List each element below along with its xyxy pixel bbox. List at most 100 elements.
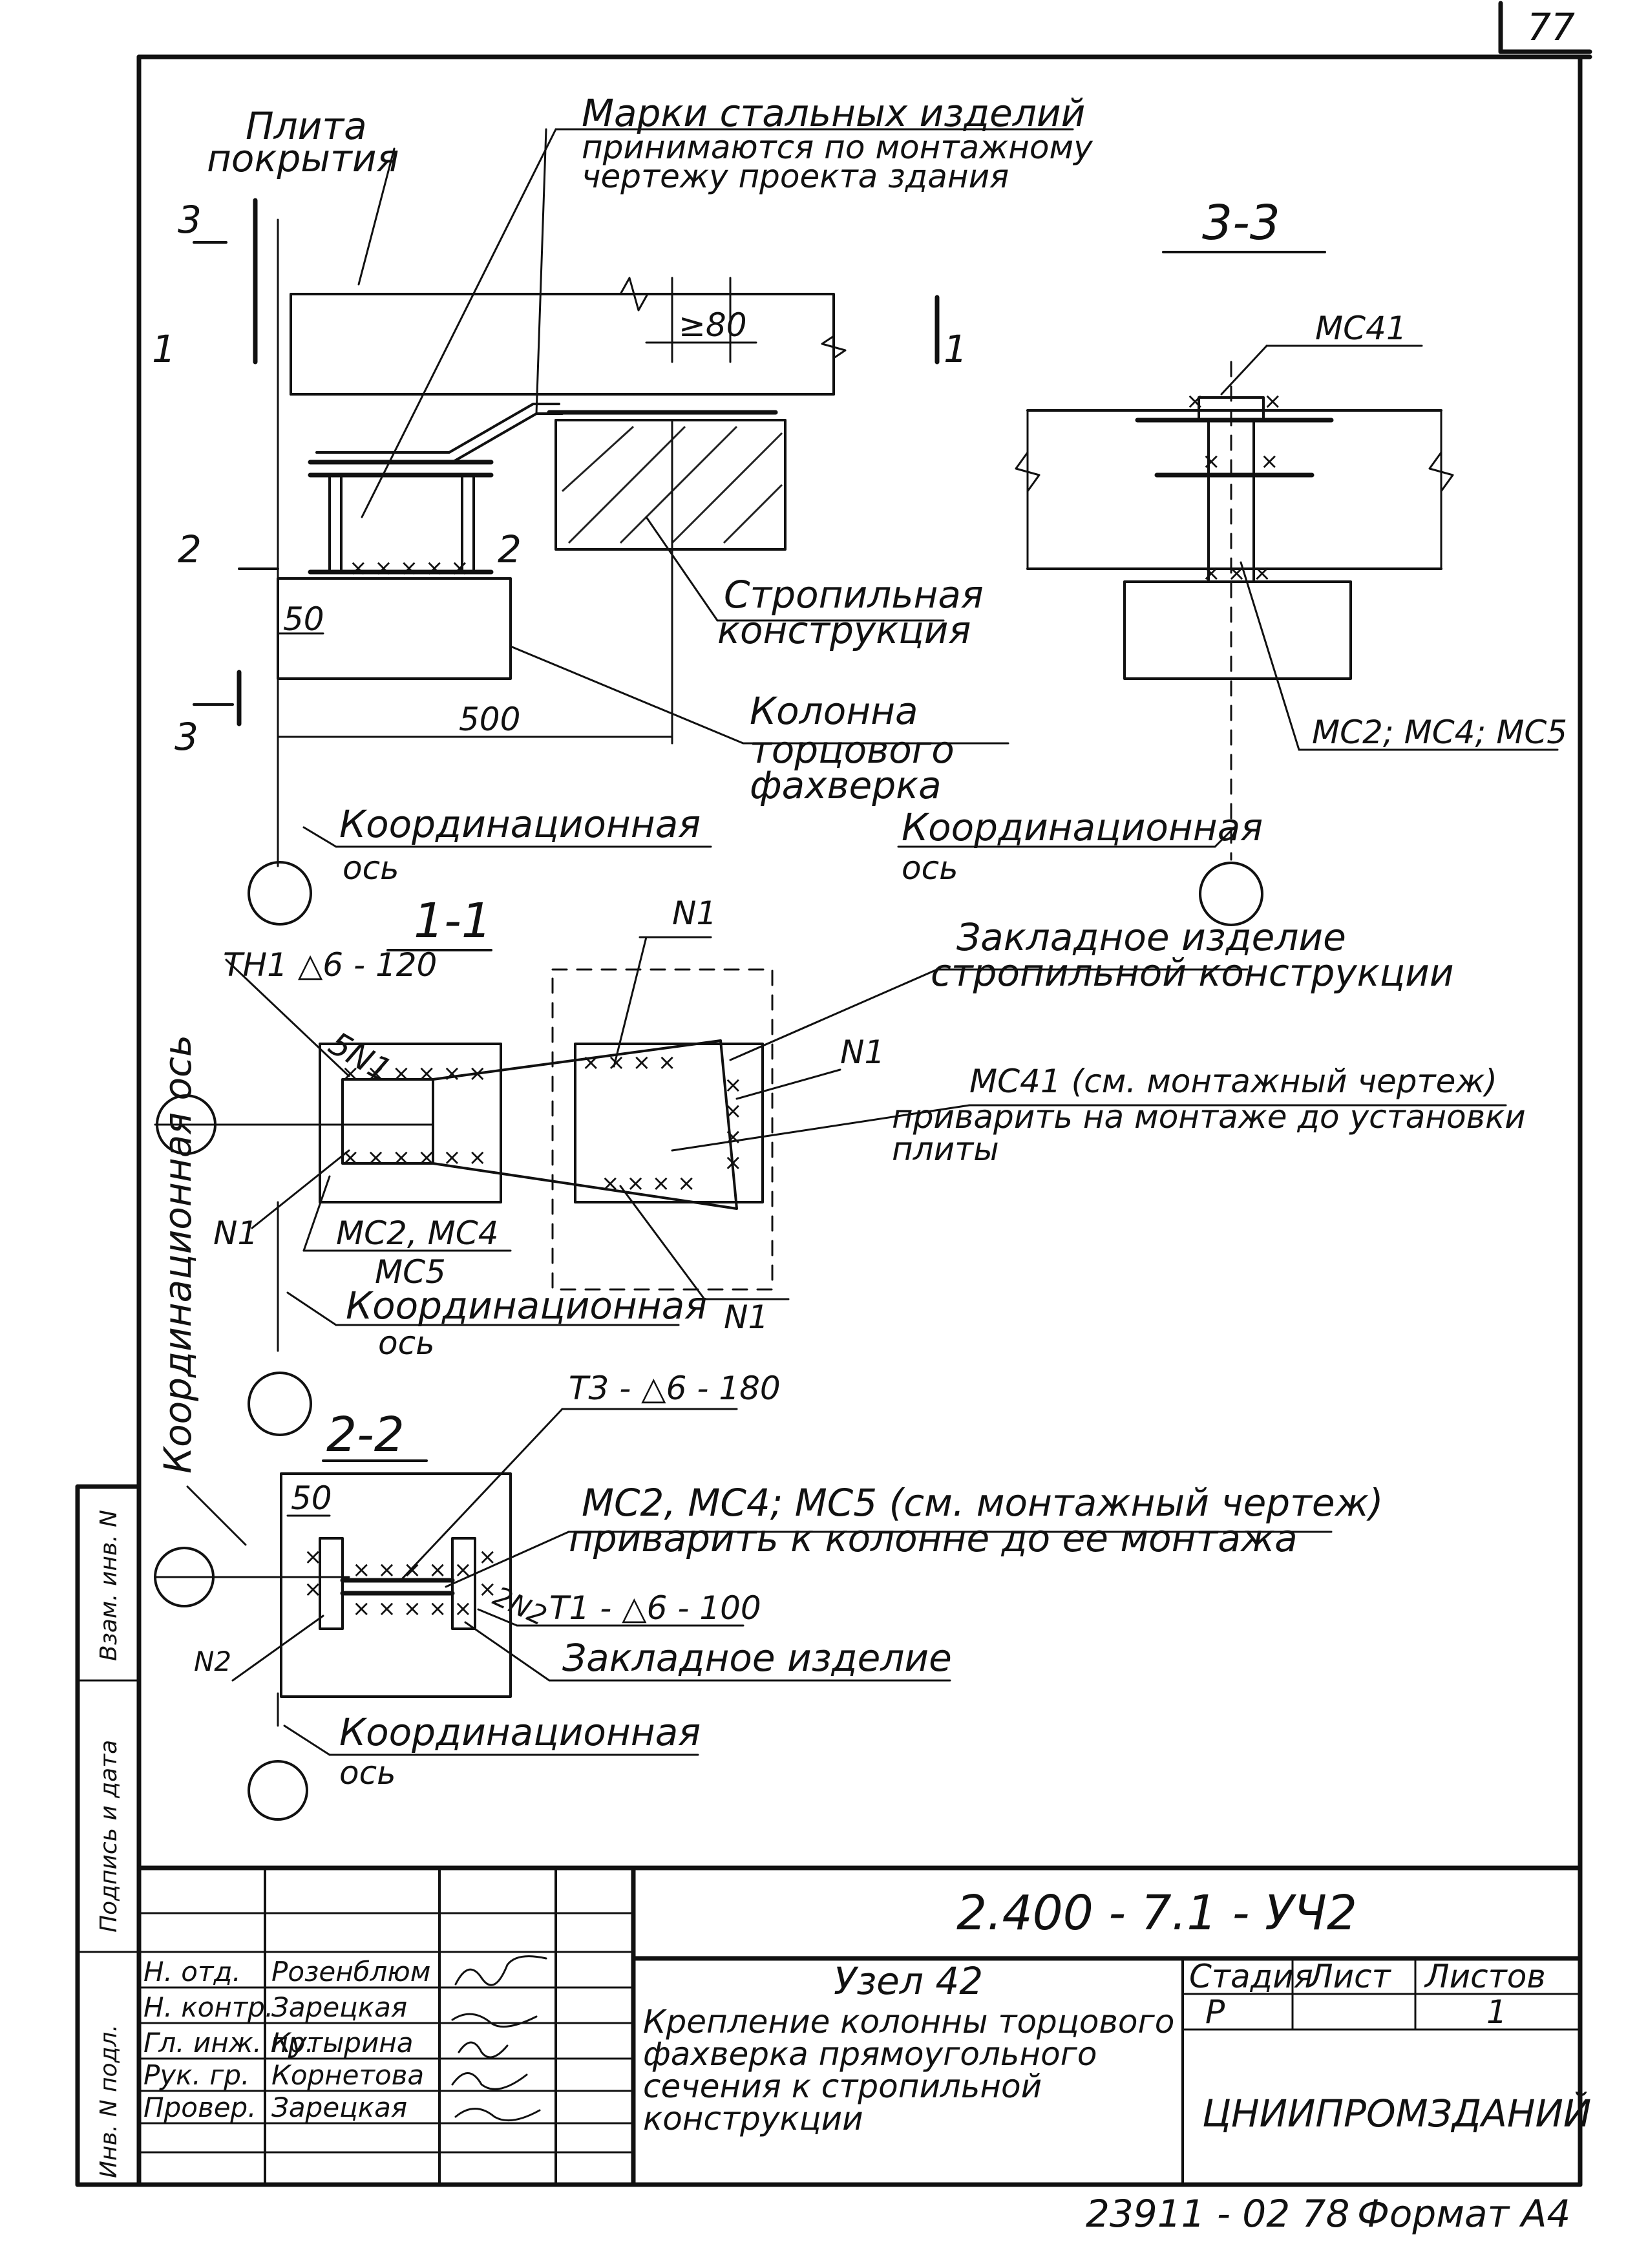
n2-left: N2 <box>194 1646 231 1677</box>
footer-code: 23911 - 02 78 <box>1086 2192 1349 2236</box>
axis-label-1: Координационная <box>339 802 701 846</box>
plan-view: × × × × × <box>193 128 1074 926</box>
cut-1-right: 1 <box>944 327 967 371</box>
axis-2-2-label-1: Координационная <box>339 1710 701 1754</box>
parts-2-2-line2: приварить к колонне до ее монтажа <box>569 1516 1298 1560</box>
svg-text:×: × <box>1186 388 1205 414</box>
margin-sign-date: Подпись и дата <box>96 1740 122 1933</box>
cut-1-left: 1 <box>152 327 176 371</box>
name-1: Зарецкая <box>271 1991 407 2023</box>
svg-text:×: × <box>1263 388 1282 414</box>
embedded-2-2: Закладное изделие <box>562 1636 952 1680</box>
weld-2n2: 2N2 <box>489 1580 552 1632</box>
axis-3-3-label-2: ось <box>902 849 958 887</box>
axis-label-2: ось <box>343 849 399 887</box>
page-number: 77 <box>1527 5 1575 49</box>
svg-text:×: × <box>724 1098 743 1124</box>
note-line-1: Марки стальных изделий <box>582 91 1085 135</box>
parts-1-1-line1: МС2, МС4 <box>336 1214 499 1252</box>
parts-1-1-line2: МС5 <box>375 1253 446 1291</box>
dim-min-80: ≥80 <box>679 306 747 344</box>
desc-line-4: конструкции <box>643 2100 863 2137</box>
svg-text:× × ×: × × × <box>1202 560 1271 586</box>
title-block <box>136 1865 1583 2187</box>
desc-line-3: сечения к стропильной <box>643 2068 1042 2105</box>
axis-2-2-label-2: ось <box>339 1754 396 1792</box>
svg-text:× × × × ×: × × × × × <box>352 1557 472 1583</box>
embedded-truss-1: Закладное изделие <box>956 915 1346 959</box>
name-4: Зарецкая <box>271 2092 407 2123</box>
weld-t1: Т1 - △6 - 100 <box>549 1589 761 1627</box>
role-1: Н. контр. <box>143 1991 273 2023</box>
cut-2-right: 2 <box>498 527 522 571</box>
svg-text:× × × × × ×: × × × × × × <box>341 1061 487 1086</box>
note-line-2: принимаются по монтажному <box>582 129 1093 166</box>
svg-text:×: × <box>304 1544 322 1570</box>
cut-3-bottom: 3 <box>174 715 198 759</box>
truss-label-1: Стропильная <box>724 573 984 617</box>
format-label: Формат А4 <box>1357 2192 1570 2236</box>
section-1-1-title: 1-1 <box>414 893 492 949</box>
section-2-2-title: 2-2 <box>326 1407 405 1463</box>
n1-right: N1 <box>840 1033 885 1071</box>
sheet-head: Лист <box>1307 1958 1392 1995</box>
svg-text:× × × × ×: × × × × × <box>352 1596 472 1622</box>
margin-inv-dup: Взам. инв. N <box>96 1510 122 1661</box>
svg-text:× × × × × ×: × × × × × × <box>341 1145 487 1171</box>
role-2: Гл. инж. пр. <box>143 2027 314 2059</box>
organization: ЦНИИПРОМЗДАНИЙ <box>1202 2091 1591 2136</box>
dim-50: 50 <box>283 600 324 638</box>
n1-left: N1 <box>213 1214 258 1252</box>
section-3-3: × × × × × × × <box>897 251 1559 926</box>
svg-text:×: × <box>724 1124 743 1150</box>
name-2: Кутырина <box>271 2027 413 2059</box>
svg-text:× × × ×: × × × × <box>582 1050 676 1076</box>
column-label-1: Колонна <box>750 689 918 733</box>
slab-label-1: Плита <box>246 104 367 148</box>
sheet-frame <box>75 1 1592 2187</box>
margin-inv-orig: Инв. N подл. <box>96 2024 122 2178</box>
desc-line-1: Крепление колонны торцового <box>643 2003 1174 2040</box>
svg-text:×: × <box>724 1150 743 1176</box>
dim-50-2-2: 50 <box>291 1479 332 1517</box>
slab-label-2: покрытия <box>207 136 399 180</box>
truss-label-2: конструкция <box>717 608 971 652</box>
mc41-note-3: плиты <box>892 1130 999 1168</box>
name-3: Корнетова <box>271 2059 424 2091</box>
column-label-2: торцового <box>750 728 955 772</box>
n1-bottom: N1 <box>724 1298 768 1336</box>
svg-text:×: × <box>1260 449 1279 474</box>
role-0: Н. отд. <box>143 1956 241 1987</box>
weld-note-th1: ТН1 △6 - 120 <box>223 946 437 984</box>
column-label-3: фахверка <box>750 763 942 807</box>
svg-text:×: × <box>1202 449 1221 474</box>
n1-top: N1 <box>672 895 717 932</box>
embedded-truss-2: стропильной конструкции <box>931 951 1454 995</box>
doc-code: 2.400 - 7.1 - УЧ2 <box>956 1885 1357 1941</box>
mc41-note-2: приварить на монтаже до установки <box>892 1098 1526 1136</box>
axis-1-1-label-1: Координационная <box>346 1284 707 1328</box>
svg-text:× × × ×: × × × × <box>601 1171 695 1196</box>
section-1-1: × × × × × × × × × × × × × × × × × × × × … <box>154 936 1507 1436</box>
svg-text:×: × <box>304 1576 322 1602</box>
weld-crosses: × × × × × <box>349 555 469 581</box>
stage-value: Р <box>1205 1993 1225 2031</box>
axis-3-3-label-1: Координационная <box>902 805 1263 849</box>
note-line-3: чертежу проекта здания <box>582 158 1009 195</box>
sheets-value: 1 <box>1486 1993 1507 2031</box>
sheets-head: Листов <box>1424 1958 1546 1995</box>
node-number: Узел 42 <box>834 1959 983 2003</box>
svg-text:×: × <box>478 1576 497 1602</box>
svg-text:×: × <box>724 1072 743 1098</box>
name-0: Розенблюм <box>271 1956 430 1987</box>
axis-1-1-label-2: ось <box>378 1324 435 1362</box>
weld-t3: Т3 - △6 - 180 <box>569 1370 781 1407</box>
mc41-label: МС41 <box>1315 310 1407 347</box>
section-2-2: × × × × × × × × × × × × × × <box>154 1408 1333 1821</box>
role-3: Рук. гр. <box>143 2059 249 2091</box>
parts-2-2-line1: МС2, МС4; МС5 (см. монтажный чертеж) <box>582 1481 1383 1525</box>
cut-3-top: 3 <box>178 198 202 242</box>
desc-line-2: фахверка прямоугольного <box>643 2035 1097 2073</box>
role-4: Провер. <box>143 2092 257 2123</box>
